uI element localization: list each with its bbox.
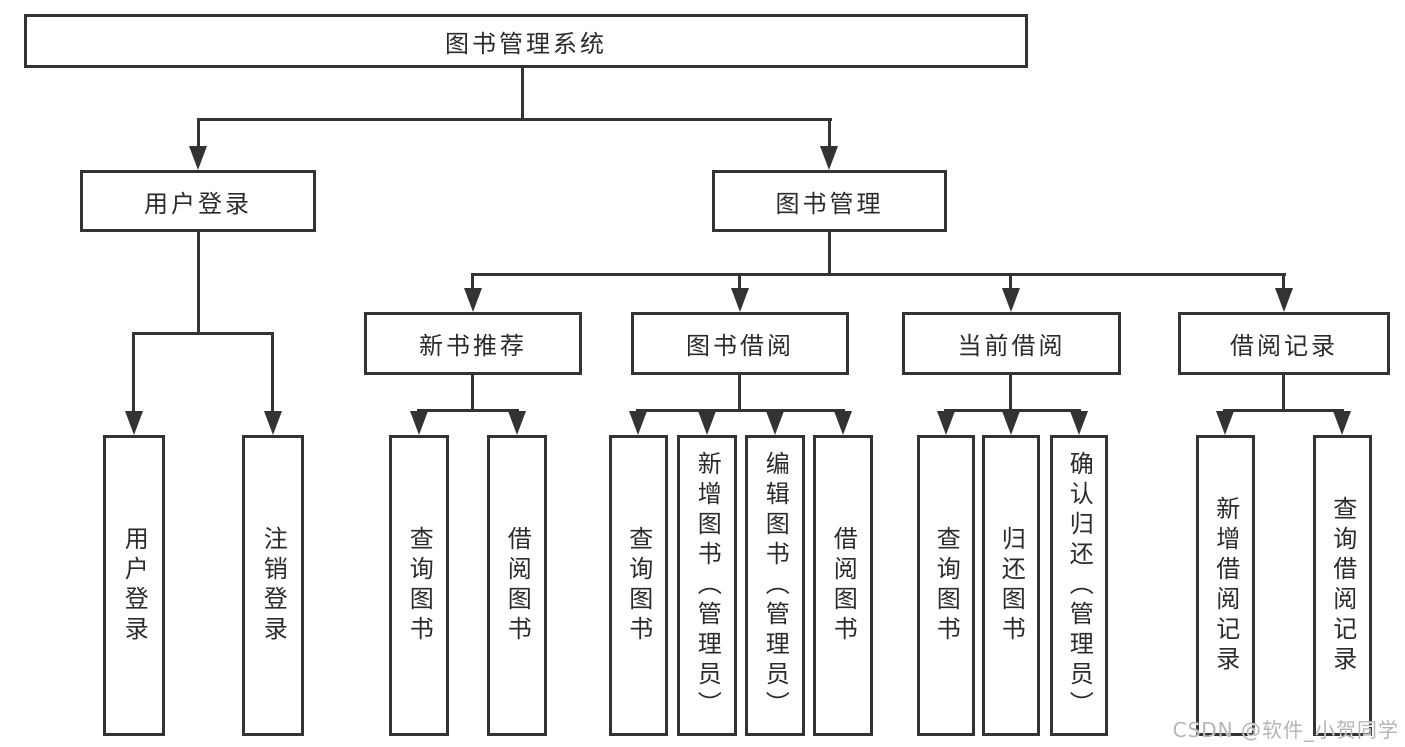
connector-line: [132, 332, 135, 412]
connector-line: [944, 409, 1081, 412]
leaf-query-books-borrow: 查询图书: [609, 435, 668, 736]
leaf-query-books-current-label: 查询图书: [932, 525, 961, 646]
leaf-query-borrow-record: 查询借阅记录: [1313, 435, 1372, 736]
connector-arrowhead: [820, 146, 838, 170]
connector-arrowhead: [125, 411, 143, 435]
leaf-return-books-label: 归还图书: [997, 525, 1026, 646]
connector-arrowhead: [189, 146, 207, 170]
leaf-edit-books-admin-label: 编辑图书（管理员）: [761, 450, 790, 721]
node-borrow-record: 借阅记录: [1178, 312, 1390, 375]
node-current-borrow: 当前借阅: [902, 312, 1121, 375]
connector-line: [738, 273, 741, 291]
connector-line: [521, 68, 524, 121]
leaf-user-login-label: 用户登录: [120, 525, 149, 646]
connector-line: [197, 118, 832, 121]
leaf-add-borrow-record: 新增借阅记录: [1196, 435, 1255, 736]
connector-arrowhead: [464, 288, 482, 312]
leaf-return-books: 归还图书: [982, 435, 1040, 736]
node-root: 图书管理系统: [24, 14, 1028, 68]
connector-line: [828, 118, 831, 150]
node-current-borrow-label: 当前借阅: [957, 332, 1066, 360]
connector-arrowhead: [1216, 411, 1234, 435]
connector-arrowhead: [731, 288, 749, 312]
leaf-confirm-return-admin: 确认归还（管理员）: [1050, 435, 1108, 736]
node-user-login-label: 用户登录: [144, 189, 252, 218]
connector-line: [738, 375, 741, 412]
leaf-add-books-admin-label: 新增图书（管理员）: [693, 450, 722, 721]
node-book-management-label: 图书管理: [775, 189, 884, 218]
connector-arrowhead: [834, 411, 852, 435]
connector-line: [197, 232, 200, 334]
connector-arrowhead: [1002, 288, 1020, 312]
connector-arrowhead: [1275, 288, 1293, 312]
leaf-borrow-books-newbook-label: 借阅图书: [503, 525, 532, 646]
leaf-query-books-borrow-label: 查询图书: [624, 525, 653, 646]
leaf-borrow-books-borrow: 借阅图书: [813, 435, 873, 736]
leaf-query-borrow-record-label: 查询借阅记录: [1328, 495, 1357, 676]
connector-arrowhead: [766, 411, 784, 435]
node-root-label: 图书管理系统: [445, 29, 607, 58]
csdn-watermark: CSDN @软件_小贺同学: [1172, 718, 1399, 742]
connector-line: [471, 273, 1286, 276]
connector-line: [271, 332, 274, 412]
connector-line: [1282, 375, 1285, 412]
node-book-borrow-label: 图书借阅: [686, 332, 794, 360]
connector-line: [417, 409, 519, 412]
connector-arrowhead: [1002, 411, 1020, 435]
node-book-management: 图书管理: [712, 170, 947, 232]
connector-line: [828, 232, 831, 276]
connector-arrowhead: [1333, 411, 1351, 435]
leaf-user-login: 用户登录: [103, 435, 165, 736]
leaf-borrow-books-newbook: 借阅图书: [487, 435, 547, 736]
leaf-add-books-admin: 新增图书（管理员）: [677, 435, 737, 736]
connector-line: [197, 118, 200, 150]
connector-line: [1009, 273, 1012, 291]
connector-arrowhead: [508, 411, 526, 435]
connector-line: [471, 273, 474, 291]
connector-arrowhead: [1070, 411, 1088, 435]
connector-line: [1009, 375, 1012, 412]
connector-arrowhead: [410, 411, 428, 435]
leaf-query-books-newbook-label: 查询图书: [405, 525, 434, 646]
connector-line: [636, 409, 845, 412]
connector-line: [1282, 273, 1285, 291]
node-borrow-record-label: 借阅记录: [1230, 332, 1338, 360]
connector-line: [1223, 409, 1344, 412]
node-book-borrow: 图书借阅: [631, 312, 849, 375]
node-user-login: 用户登录: [80, 170, 316, 232]
connector-line: [132, 332, 274, 335]
connector-arrowhead: [698, 411, 716, 435]
node-new-book-recommend-label: 新书推荐: [419, 332, 527, 360]
leaf-add-borrow-record-label: 新增借阅记录: [1211, 495, 1240, 676]
leaf-confirm-return-admin-label: 确认归还（管理员）: [1065, 450, 1094, 721]
leaf-query-books-current: 查询图书: [917, 435, 975, 736]
connector-arrowhead: [264, 411, 282, 435]
connector-arrowhead: [629, 411, 647, 435]
node-new-book-recommend: 新书推荐: [364, 312, 582, 375]
connector-arrowhead: [937, 411, 955, 435]
leaf-edit-books-admin: 编辑图书（管理员）: [745, 435, 805, 736]
leaf-borrow-books-borrow-label: 借阅图书: [829, 525, 858, 646]
connector-line: [471, 375, 474, 412]
leaf-logout-login: 注销登录: [242, 435, 304, 736]
leaf-query-books-newbook: 查询图书: [389, 435, 449, 736]
leaf-logout-login-label: 注销登录: [259, 525, 288, 646]
